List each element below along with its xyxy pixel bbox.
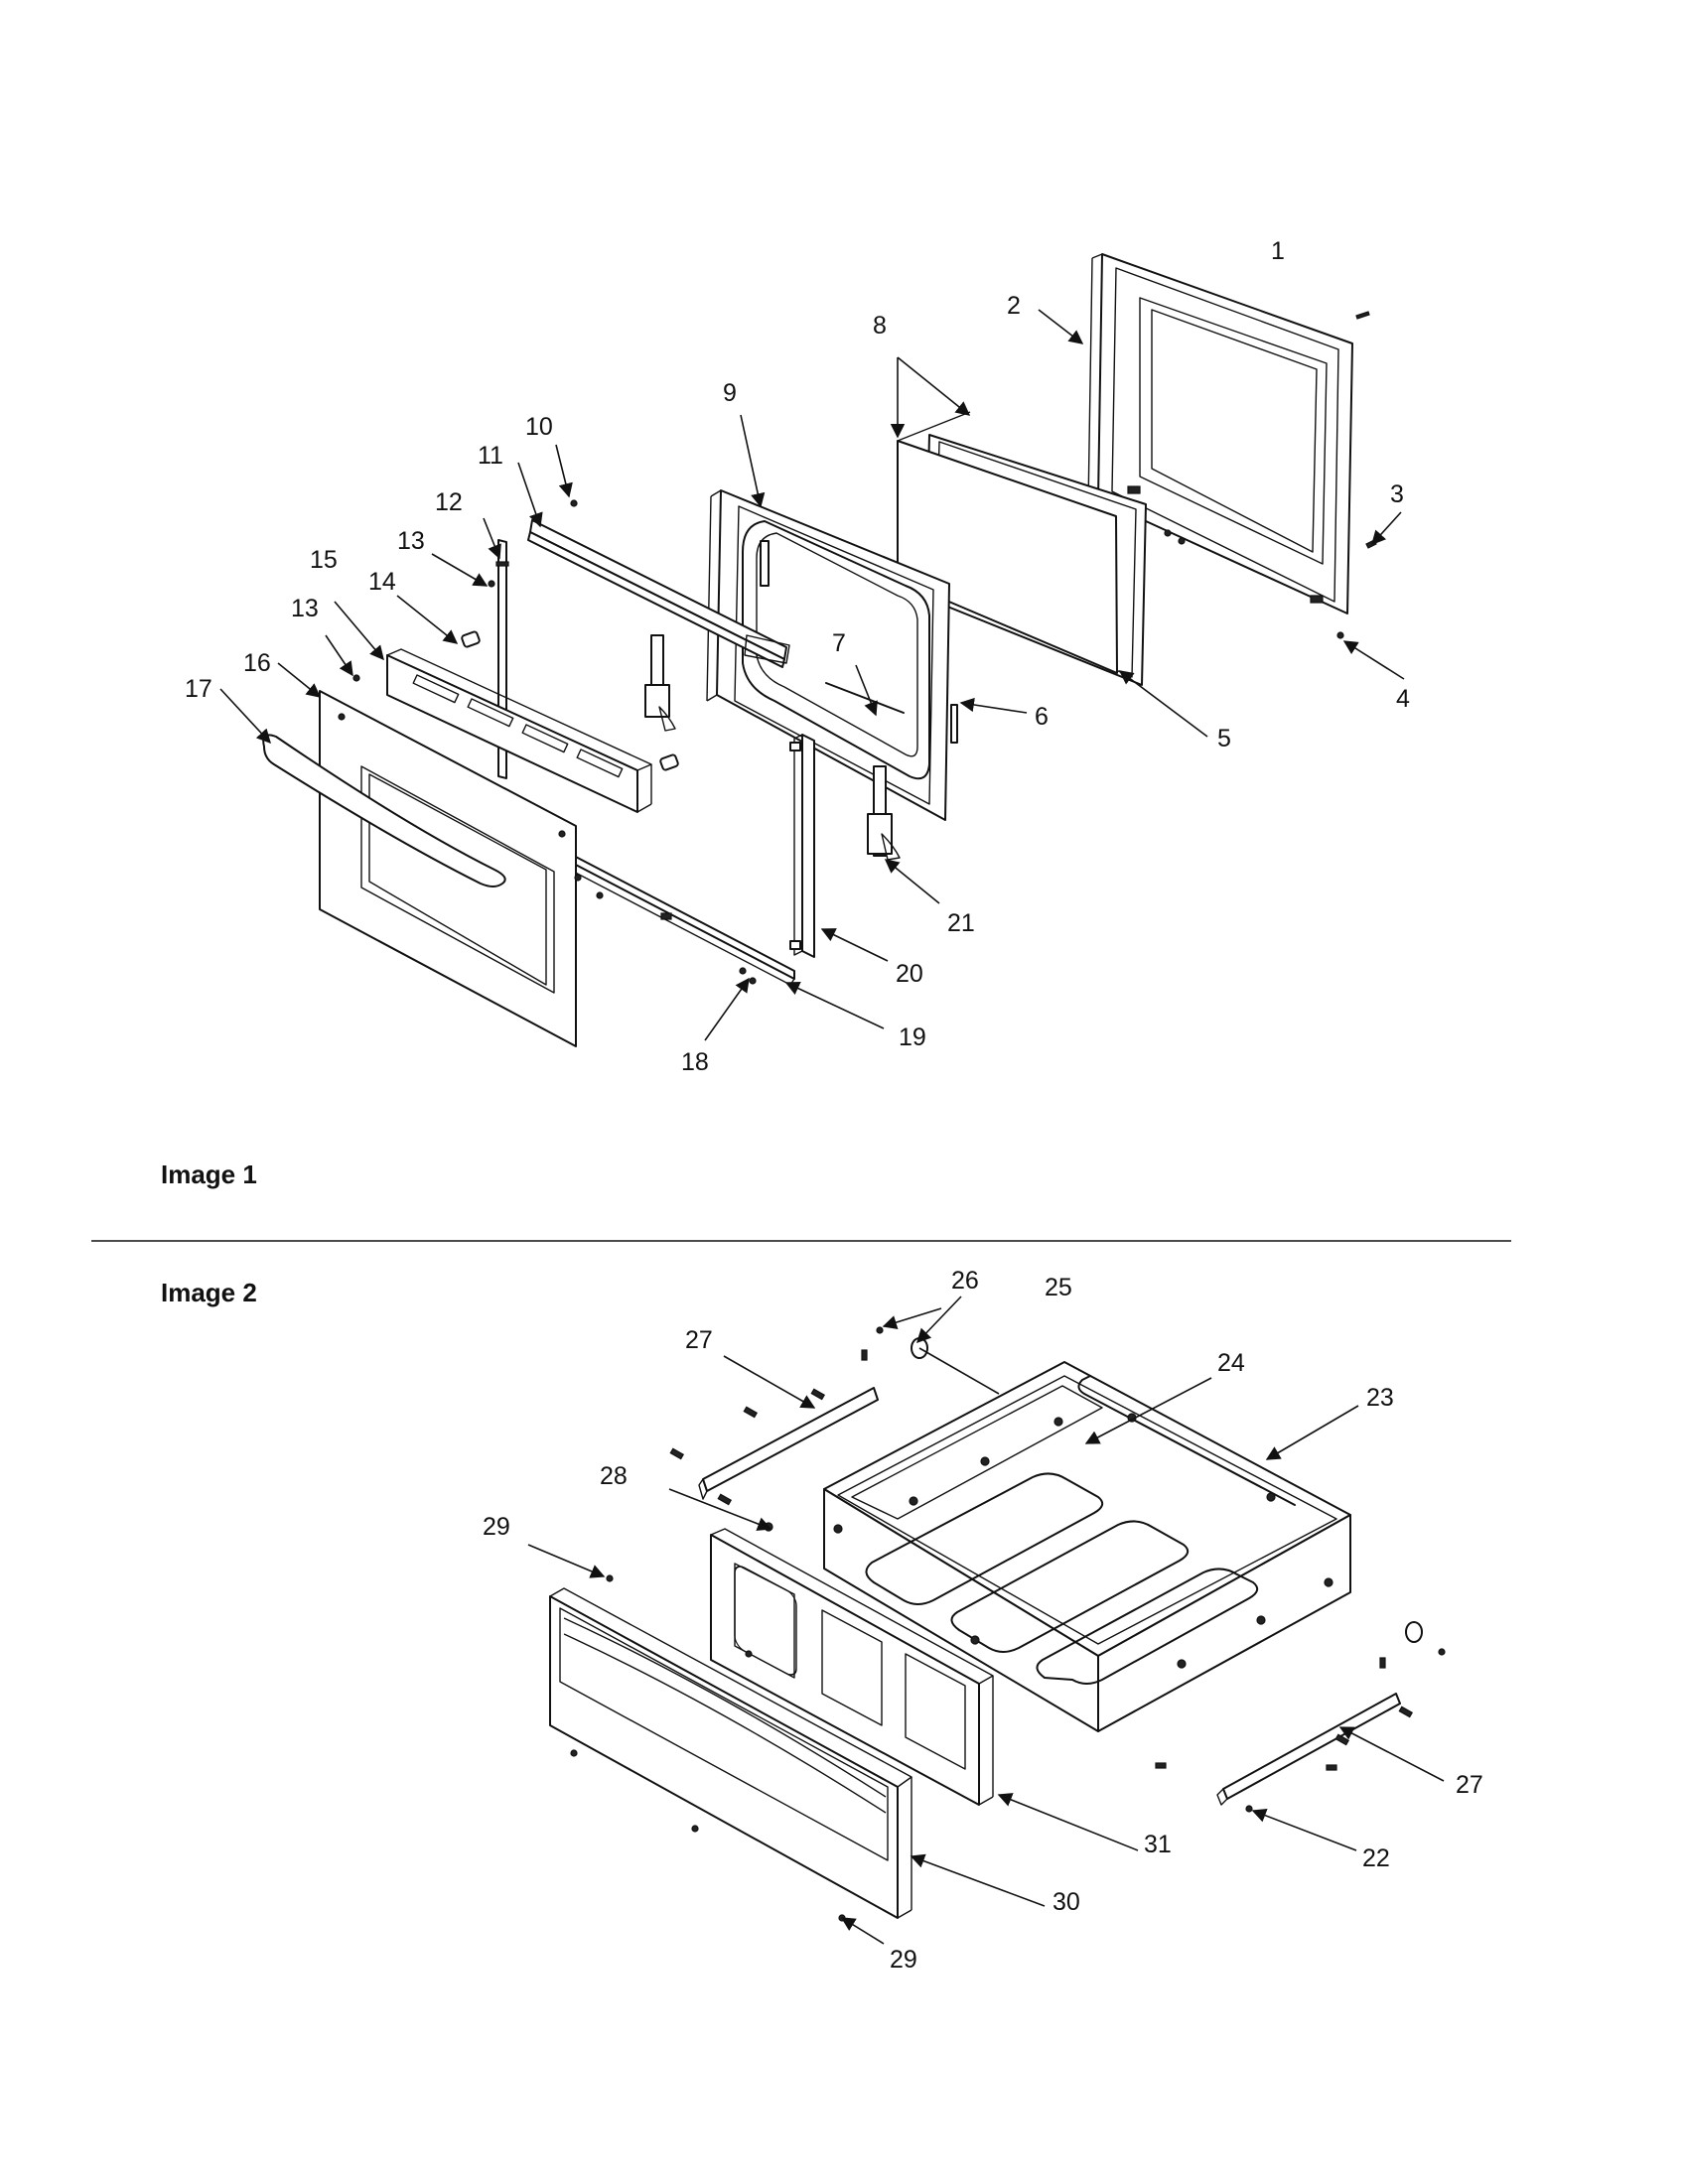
- drawer-inner-front: [710, 1528, 994, 1806]
- side-rail-20: [789, 734, 815, 958]
- callout-21: 21: [947, 909, 975, 937]
- callout-6: 6: [1035, 703, 1049, 731]
- callout-31: 31: [1144, 1831, 1172, 1858]
- clip-14: [461, 630, 481, 648]
- drawer-box: [823, 1361, 1351, 1732]
- door-inner-liner: [1087, 253, 1353, 614]
- caption-image-2: Image 2: [161, 1278, 257, 1307]
- callout-14: 14: [368, 568, 396, 596]
- callout-13-upper: 13: [397, 527, 425, 555]
- callout-13-lower: 13: [291, 595, 319, 622]
- callout-25: 25: [1045, 1274, 1072, 1301]
- door-inner-frame: [706, 489, 950, 821]
- callout-2: 2: [1007, 292, 1021, 320]
- callout-17: 17: [185, 675, 212, 703]
- callout-29-upper: 29: [483, 1513, 510, 1541]
- callout-27-lower: 27: [1456, 1771, 1483, 1799]
- callout-27-upper: 27: [685, 1326, 713, 1354]
- callout-5: 5: [1217, 725, 1231, 752]
- door-top-channel: [527, 519, 790, 668]
- callout-3: 3: [1390, 480, 1404, 508]
- callout-16: 16: [243, 649, 271, 677]
- callout-23: 23: [1366, 1384, 1394, 1412]
- screw-1: [1355, 311, 1370, 320]
- callout-28: 28: [600, 1462, 628, 1490]
- callout-1: 1: [1271, 237, 1285, 265]
- callout-7: 7: [832, 629, 846, 657]
- callout-9: 9: [723, 379, 737, 407]
- callout-4: 4: [1396, 685, 1410, 713]
- callout-18: 18: [681, 1048, 709, 1076]
- callout-15: 15: [310, 546, 338, 574]
- clip-6: [950, 704, 958, 744]
- callout-19: 19: [899, 1024, 926, 1051]
- outer-door-panel: [319, 690, 604, 1047]
- callout-26: 26: [951, 1267, 979, 1295]
- callout-30: 30: [1052, 1888, 1080, 1916]
- callout-22: 22: [1362, 1844, 1390, 1872]
- door-vent-bracket: [386, 648, 652, 813]
- window-glass-and-gasket: [897, 411, 1147, 686]
- callout-24: 24: [1217, 1349, 1245, 1377]
- drawer-exploded-view: 22 23 24 25 26 27 27 28 29 29 30 31: [483, 1267, 1483, 1974]
- callout-20: 20: [896, 960, 923, 988]
- callout-10: 10: [525, 413, 553, 441]
- door-hinges: [644, 634, 901, 861]
- oven-door-exploded-view: 1 2 3 4 5 6 7 8 9 10 11 12 13 13 14 15 1…: [185, 237, 1410, 1076]
- callout-11: 11: [478, 442, 503, 470]
- callout-8: 8: [873, 312, 887, 340]
- drawer-outer-panel: [549, 1587, 912, 1919]
- screw-4: [1336, 631, 1344, 639]
- caption-image-1: Image 1: [161, 1160, 257, 1189]
- callout-29-lower: 29: [890, 1946, 917, 1974]
- door-bottom-channel: [565, 853, 795, 986]
- callout-12: 12: [435, 488, 463, 516]
- door-handle: [262, 734, 506, 887]
- drawer-slide-lower: [1222, 1693, 1401, 1800]
